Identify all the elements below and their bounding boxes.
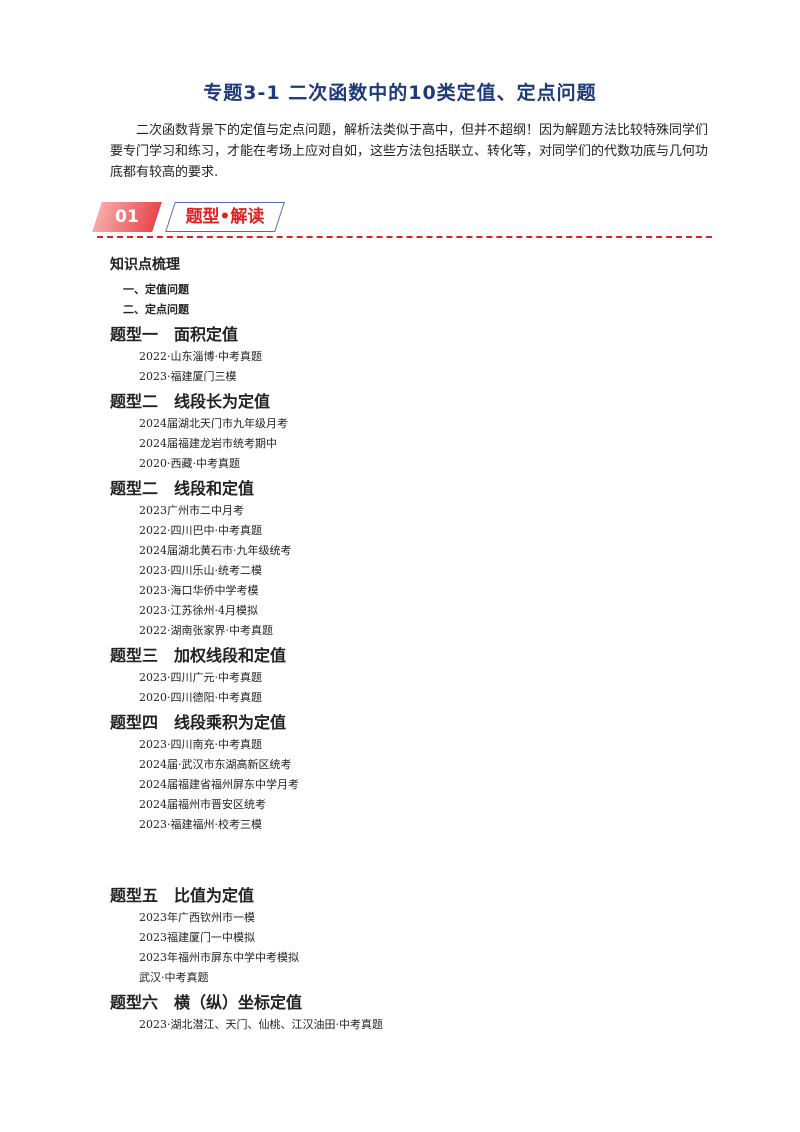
source-item: 2023·四川乐山·统考二模	[139, 564, 262, 577]
source-item: 2023广州市二中月考	[139, 504, 244, 517]
source-item: 2023年福州市屏东中学中考模拟	[139, 951, 299, 964]
intro-paragraph: 二次函数背景下的定值与定点问题，解析法类似于高中，但并不超纲！因为解题方法比较特…	[110, 123, 709, 180]
question-type-name: 线段长为定值	[174, 392, 271, 411]
question-type-prefix: 题型六	[110, 993, 159, 1012]
banner-label-box: 题型•解读	[165, 202, 285, 232]
question-type-prefix: 题型一	[110, 325, 159, 344]
source-item: 2022·山东淄博·中考真题	[139, 350, 262, 363]
source-item: 2022·四川巴中·中考真题	[139, 524, 262, 537]
question-type-heading: 题型二线段长为定值	[110, 389, 710, 414]
question-type-name: 线段乘积为定值	[174, 713, 287, 732]
question-type-heading: 题型五比值为定值	[110, 883, 710, 908]
source-item: 2023福建厦门一中模拟	[139, 931, 255, 944]
source-item: 2024届湖北天门市九年级月考	[139, 417, 288, 430]
source-item: 2023·福建厦门三模	[139, 370, 237, 383]
document-title: 专题3-1 二次函数中的10类定值、定点问题	[203, 82, 597, 104]
question-type-prefix: 题型五	[110, 886, 159, 905]
knowledge-item: 一、定值问题	[123, 283, 189, 296]
question-type-prefix: 题型二	[110, 392, 159, 411]
question-type-name: 面积定值	[174, 325, 239, 344]
source-item: 2023·福建福州·校考三模	[139, 818, 262, 831]
source-item: 武汉·中考真题	[139, 971, 209, 984]
question-type-heading: 题型六横（纵）坐标定值	[110, 990, 710, 1015]
question-type-name: 线段和定值	[174, 479, 255, 498]
source-item: 2023·四川南充·中考真题	[139, 738, 262, 751]
question-type-name: 加权线段和定值	[174, 646, 287, 665]
source-item: 2023·四川广元·中考真题	[139, 671, 262, 684]
question-type-heading: 题型三加权线段和定值	[110, 643, 710, 668]
source-item: 2024届福建省福州屏东中学月考	[139, 778, 299, 791]
source-item: 2023·湖北潜江、天门、仙桃、江汉油田·中考真题	[139, 1018, 383, 1031]
content-outline: 知识点梳理 一、定值问题 二、定点问题 题型一面积定值 2022·山东淄博·中考真…	[110, 254, 710, 1035]
question-type-prefix: 题型三	[110, 646, 159, 665]
question-type-heading: 题型四线段乘积为定值	[110, 710, 710, 735]
banner-number: 01	[115, 207, 139, 227]
banner-number-badge: 01	[92, 202, 162, 232]
source-item: 2020·西藏·中考真题	[139, 457, 240, 470]
source-item: 2022·湖南张家界·中考真题	[139, 624, 273, 637]
banner-dashed-rule	[97, 236, 712, 238]
section-banner: 01 题型•解读	[92, 198, 712, 243]
source-item: 2024届福州市晋安区统考	[139, 798, 266, 811]
banner-label: 题型•解读	[185, 207, 265, 227]
question-type-name: 横（纵）坐标定值	[174, 993, 303, 1012]
knowledge-item: 二、定点问题	[123, 303, 189, 316]
source-item: 2023·江苏徐州·4月模拟	[139, 604, 258, 617]
question-type-heading: 题型二线段和定值	[110, 476, 710, 501]
source-item: 2020·四川德阳·中考真题	[139, 691, 262, 704]
source-item: 2023年广西钦州市一模	[139, 911, 255, 924]
page-gap	[110, 835, 710, 881]
source-item: 2024届福建龙岩市统考期中	[139, 437, 277, 450]
source-item: 2024届湖北黄石市·九年级统考	[139, 544, 292, 557]
question-type-prefix: 题型四	[110, 713, 159, 732]
question-type-name: 比值为定值	[174, 886, 255, 905]
question-type-prefix: 题型二	[110, 479, 159, 498]
source-item: 2023·海口华侨中学考模	[139, 584, 259, 597]
knowledge-heading: 知识点梳理	[110, 257, 180, 273]
source-item: 2024届·武汉市东湖高新区统考	[139, 758, 292, 771]
question-type-heading: 题型一面积定值	[110, 322, 710, 347]
